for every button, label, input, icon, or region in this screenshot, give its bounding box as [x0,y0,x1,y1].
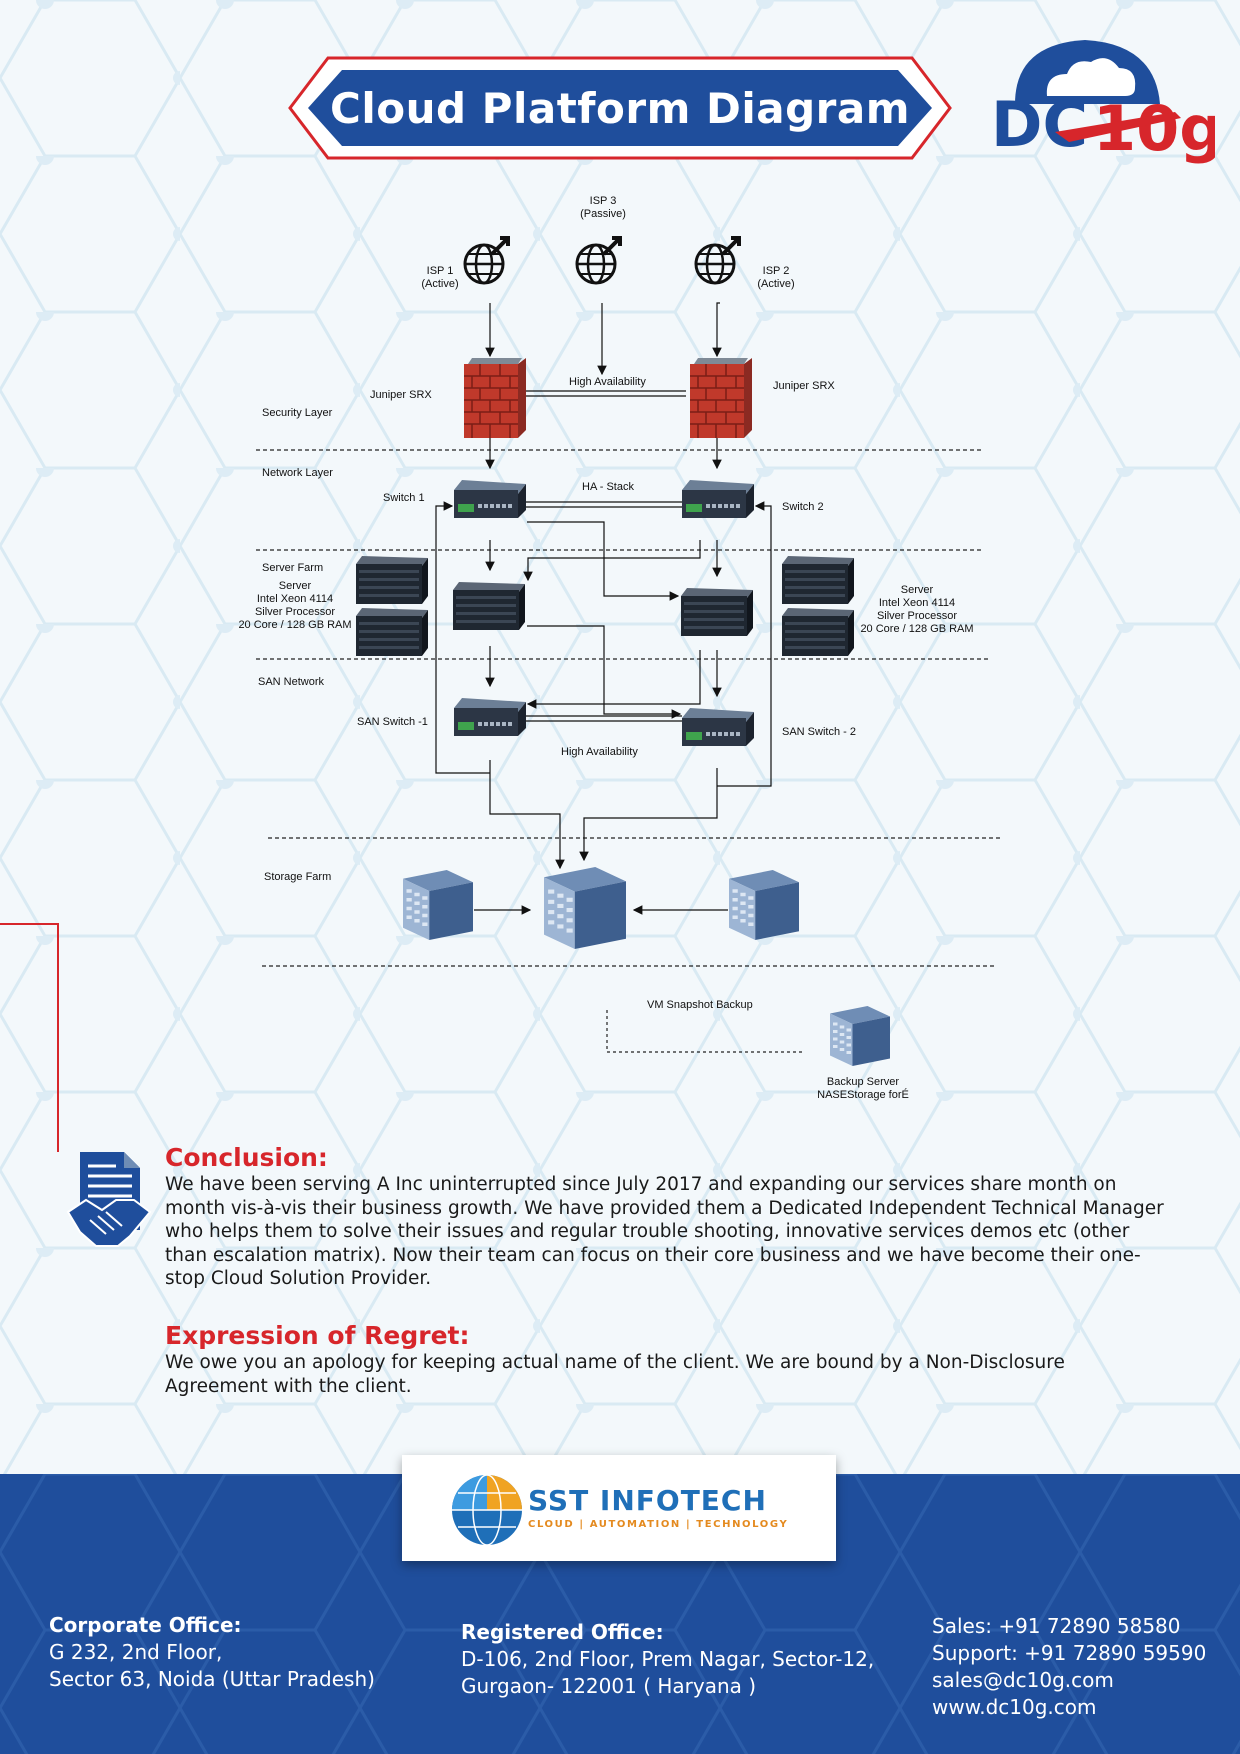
san-switch2-icon [682,708,754,746]
registered-office: Registered Office: D-106, 2nd Floor, Pre… [461,1620,875,1698]
svg-text:DC: DC [991,88,1088,161]
isp2-label: ISP 2 (Active) [757,265,795,290]
vm-snapshot-label: VM Snapshot Backup [647,999,753,1011]
website-link[interactable]: www.dc10g.com [932,1695,1097,1719]
isp3-label: ISP 3 (Passive) [580,195,626,220]
server-center-left-icon [453,582,525,630]
page-title: Cloud Platform Diagram [330,83,910,133]
security-layer-label: Security Layer [262,407,333,419]
network-layer-label: Network Layer [262,467,333,479]
san-switch1-icon [454,698,526,736]
storage-left-icon [403,870,473,940]
accent-line [0,923,59,1152]
layer-dividers [256,449,1002,967]
footer [0,1474,1240,1754]
sst-infotech-name: SST INFOTECH [528,1484,767,1517]
server-right-spec: Server Intel Xeon 4114 Silver Processor … [860,584,974,635]
server-left-spec: Server Intel Xeon 4114 Silver Processor … [238,580,352,631]
regret-section: Expression of Regret: We owe you an apol… [165,1321,1165,1398]
isp2-globe-icon [694,236,741,285]
backup-server-icon [830,1006,890,1066]
firewall-left-icon [463,358,526,438]
server-farm-left-top-icon [356,556,428,604]
registered-office-title: Registered Office: [461,1620,664,1644]
juniper-right-label: Juniper SRX [773,380,835,392]
san-network-label: SAN Network [258,676,325,688]
email-link[interactable]: sales@dc10g.com [932,1668,1114,1692]
switch2-icon [682,480,754,518]
isp1-label: ISP 1 (Active) [421,265,459,290]
server-farm-left-bottom-icon [356,608,428,656]
switch2-label: Switch 2 [782,501,824,513]
storage-center-icon [544,867,626,949]
agreement-icon [66,1152,152,1247]
ha-stack-label: HA - Stack [582,481,634,493]
sst-globe-logo [452,1474,522,1546]
server-farm-right-bottom-icon [782,608,854,656]
server-farm-label: Server Farm [262,562,324,574]
network-diagram [256,236,1002,1066]
sales-phone: Sales: +91 72890 58580 [932,1614,1181,1638]
firewall-right-icon [689,358,752,438]
regret-body: We owe you an apology for keeping actual… [165,1352,1065,1397]
server-center-right-icon [681,588,753,636]
san-switch1-label: SAN Switch -1 [357,716,428,728]
switch1-icon [454,480,526,518]
switch1-label: Switch 1 [383,492,425,504]
juniper-left-label: Juniper SRX [370,389,432,401]
corporate-office-title: Corporate Office: [49,1613,242,1637]
corporate-office: Corporate Office: G 232, 2nd Floor, Sect… [49,1613,375,1691]
contact-info: Sales: +91 72890 58580 Support: +91 7289… [932,1613,1206,1721]
server-farm-right-top-icon [782,556,854,604]
dc10g-logo: DC 10g [991,40,1215,164]
title-banner [288,56,952,160]
isp1-globe-icon [463,236,510,285]
san-switch2-label: SAN Switch - 2 [782,726,856,738]
high-availability-bottom-label: High Availability [561,746,638,758]
storage-right-icon [729,870,799,940]
isp2-arrow [712,302,722,358]
support-phone: Support: +91 72890 59590 [932,1641,1207,1665]
sst-infotech-tagline: CLOUD | AUTOMATION | TECHNOLOGY [528,1519,789,1530]
conclusion-section: Conclusion: We have been serving A Inc u… [165,1143,1165,1291]
storage-farm-label: Storage Farm [264,871,332,883]
backup-server-label: Backup Server NASEStorage forÉ [817,1076,909,1101]
high-availability-top-label: High Availability [569,376,646,388]
isp3-globe-icon [575,236,622,285]
conclusion-title: Conclusion: [165,1143,328,1172]
conclusion-body: We have been serving A Inc uninterrupted… [165,1174,1164,1290]
backup-link [606,1010,802,1053]
regret-title: Expression of Regret: [165,1321,470,1350]
